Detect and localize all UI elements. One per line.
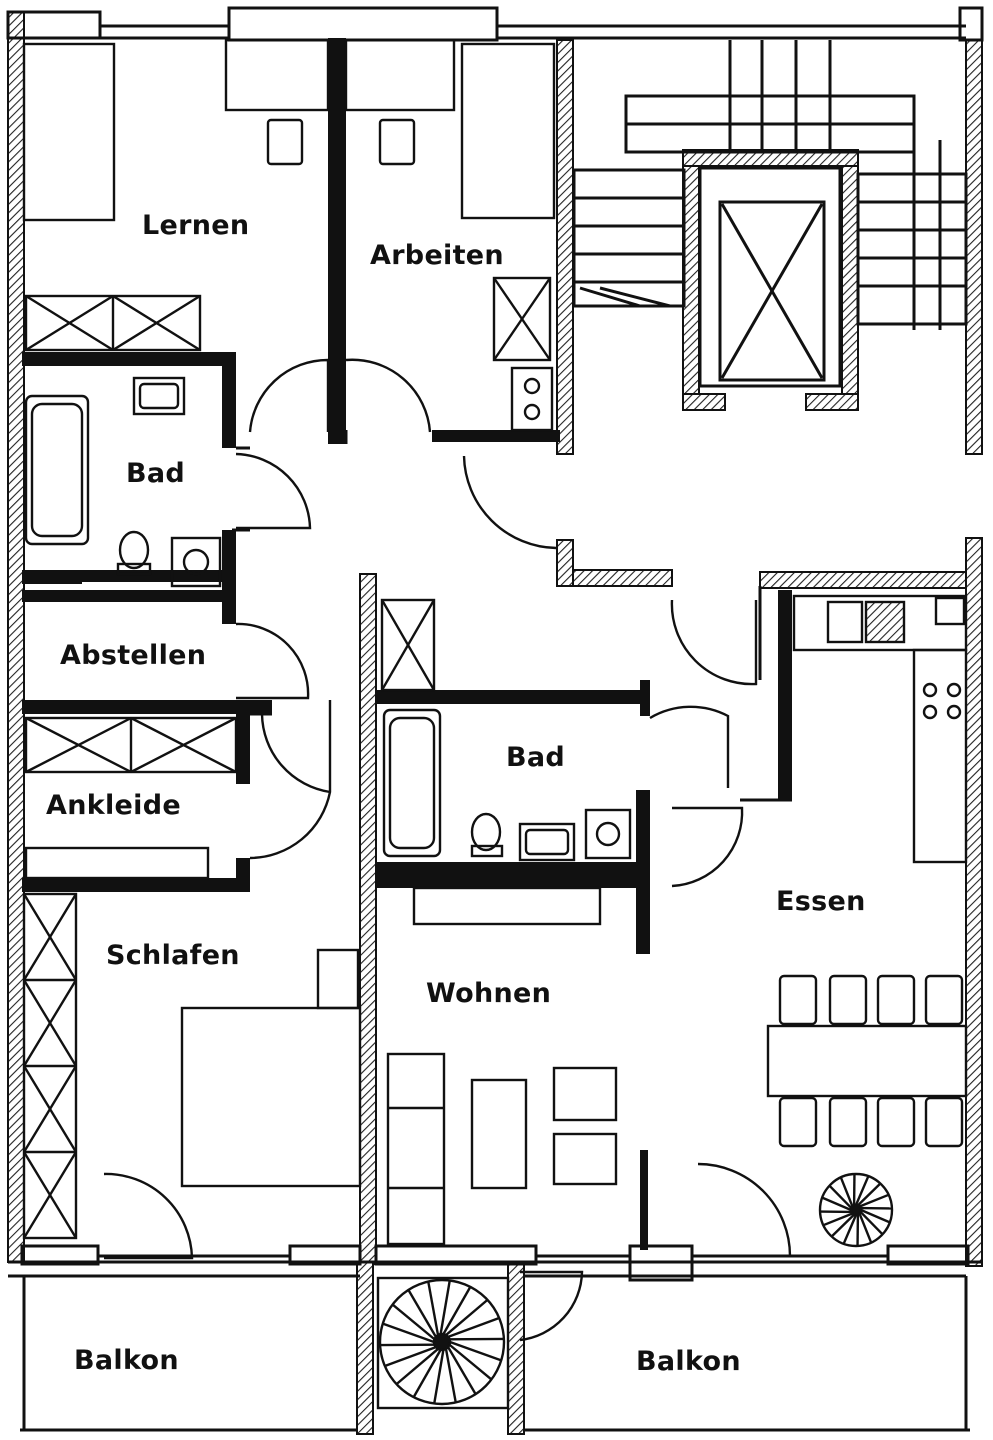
stair-tread — [448, 1343, 493, 1381]
interior-walls — [22, 38, 792, 1250]
stair-tread — [391, 1303, 436, 1341]
stairwell — [572, 40, 968, 330]
spiral-staircase-icon — [376, 1276, 510, 1410]
door-swing-icon — [103, 358, 792, 1342]
sink-icon — [826, 600, 864, 644]
sink-icon — [132, 376, 186, 416]
stair-tread — [828, 1184, 853, 1209]
stair-tread — [447, 1316, 500, 1338]
stair-tread — [439, 1280, 451, 1335]
room-label-abstellen: Abstellen — [60, 640, 207, 671]
wall-outlines — [232, 430, 792, 802]
room-label-ankleide: Ankleide — [46, 790, 181, 821]
room-label-lernen: Lernen — [142, 210, 250, 241]
schlafen-furniture — [22, 892, 362, 1240]
toilet-icon — [470, 812, 502, 852]
stair-tread — [444, 1348, 457, 1403]
stair-tread — [839, 1176, 854, 1207]
dining-table — [766, 974, 968, 1148]
stair-tread — [857, 1182, 882, 1207]
elevator-icon — [698, 166, 842, 388]
stair-tread — [442, 1286, 472, 1335]
stair-tread — [860, 1208, 891, 1224]
room-label-wohnen: Wohnen — [426, 978, 552, 1009]
stair-tread — [427, 1281, 440, 1336]
room-label-bad-left: Bad — [126, 458, 186, 489]
stair-tread — [449, 1340, 502, 1362]
top-windows — [6, 6, 984, 42]
lernen-furniture — [22, 38, 330, 352]
toilet-icon — [118, 530, 150, 570]
stair-tread — [395, 1348, 439, 1386]
room-label-essen: Essen — [776, 886, 866, 917]
stair-tread — [859, 1211, 884, 1236]
kitchen-counter — [792, 594, 968, 864]
sink-icon — [518, 822, 576, 862]
stair-tread — [842, 1214, 858, 1245]
arbeiten-furniture — [344, 38, 556, 432]
bathtub-icon — [24, 394, 90, 546]
room-label-arbeiten: Arbeiten — [370, 240, 504, 271]
stair-tread — [412, 1349, 442, 1398]
stove-icon — [922, 682, 962, 720]
room-label-schlafen: Schlafen — [106, 940, 240, 971]
room-label-bad-center: Bad — [506, 742, 566, 773]
wohnen-furniture — [386, 886, 618, 1246]
stair-tread — [822, 1212, 853, 1227]
stair-tread — [858, 1213, 873, 1244]
stair-tread — [382, 1322, 435, 1344]
bad-left-fixtures — [24, 376, 222, 588]
spiral-staircase-icon — [818, 1172, 894, 1248]
stair-tread — [447, 1346, 477, 1395]
stair-tread — [407, 1289, 437, 1338]
room-label-balkon-left: Balkon — [74, 1345, 179, 1376]
exterior-walls — [7, 11, 983, 1435]
stair-tread — [859, 1193, 890, 1208]
stair-tread — [854, 1175, 870, 1206]
stair-tread — [433, 1349, 445, 1404]
washing-machine-icon — [584, 808, 632, 860]
bathtub-icon — [382, 708, 442, 858]
stair-tread — [384, 1346, 437, 1368]
washing-machine-icon — [170, 536, 222, 588]
center-niche — [380, 598, 436, 692]
stair-tread — [830, 1213, 855, 1238]
bad-center-fixtures — [382, 708, 632, 862]
stair-tread — [821, 1196, 852, 1212]
stair-tread — [445, 1298, 489, 1336]
balcony-outline — [8, 1244, 982, 1432]
ankleide-wardrobe — [24, 716, 238, 880]
room-label-balkon-right: Balkon — [636, 1346, 741, 1377]
